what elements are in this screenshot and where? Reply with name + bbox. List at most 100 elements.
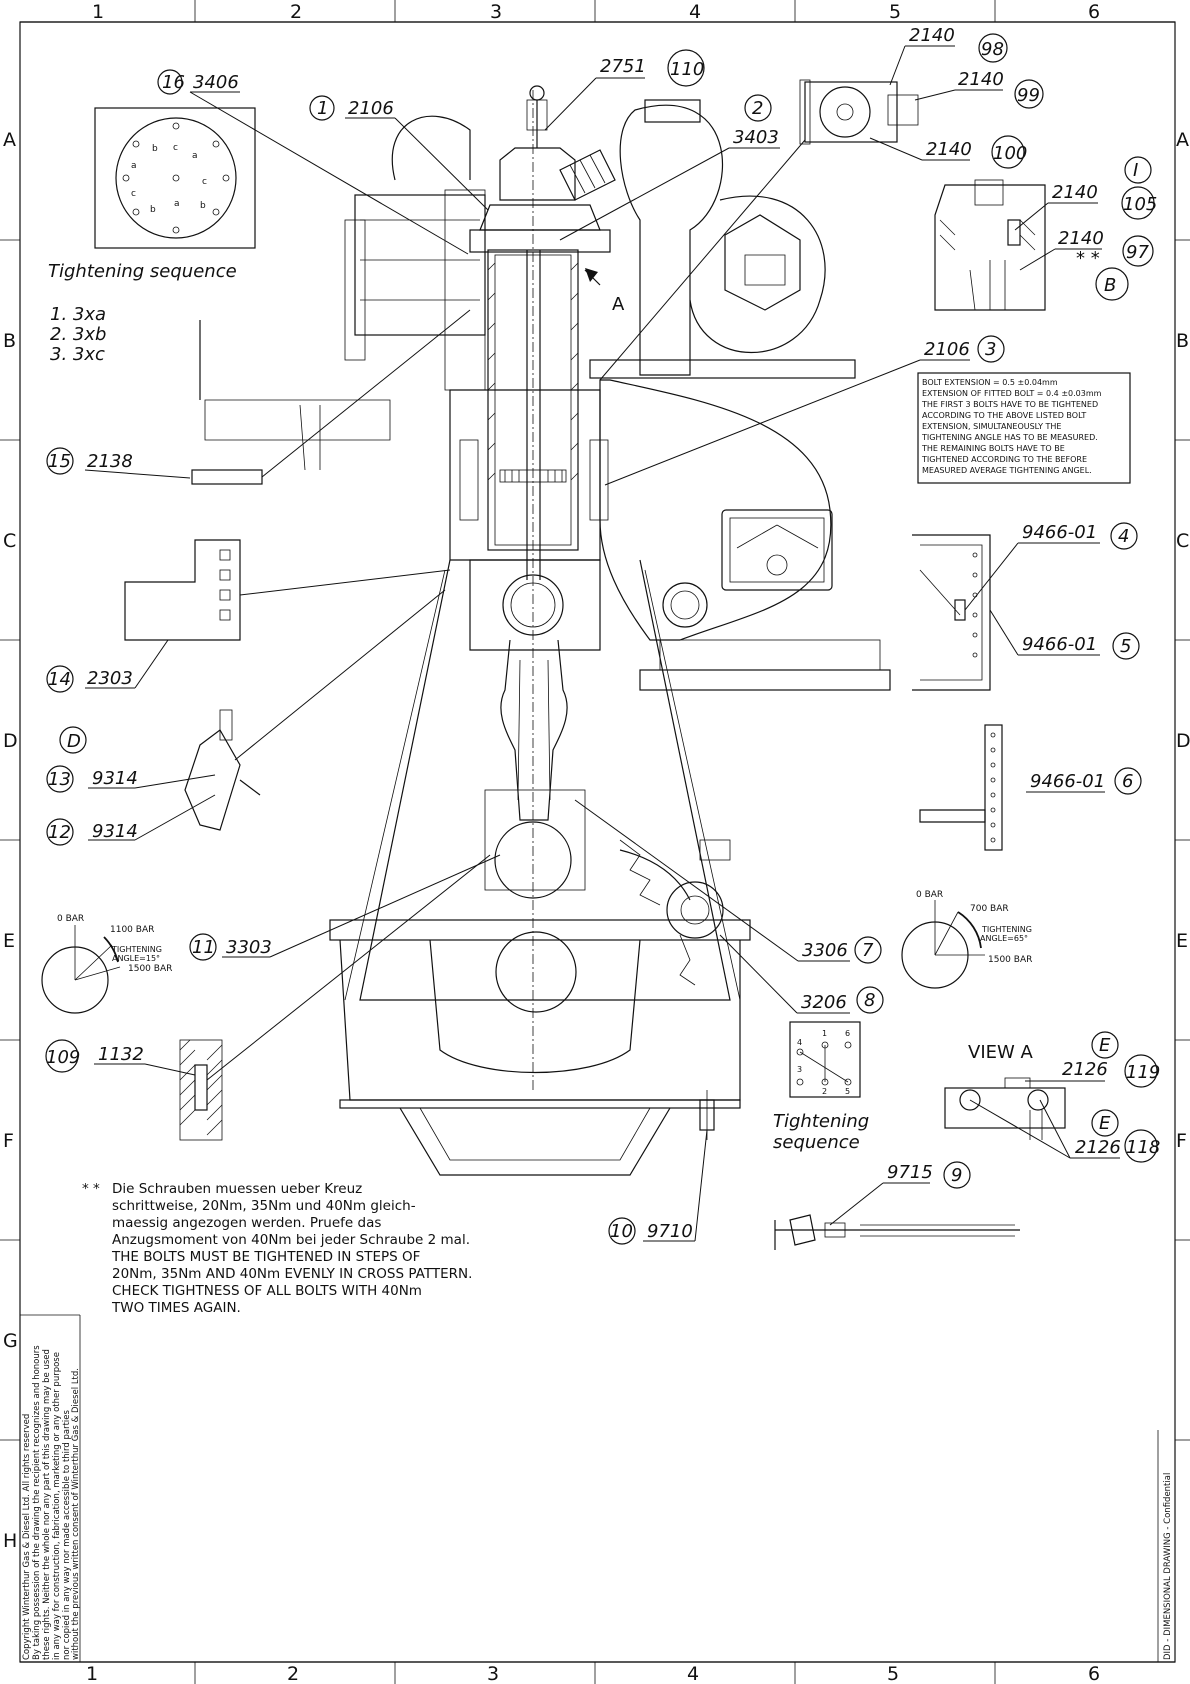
grid-row-label: D <box>1176 730 1190 752</box>
callout-number: 3 <box>985 339 996 360</box>
copyright-line: Copyright Winterthur Gas & Diesel Ltd. A… <box>22 1414 32 1660</box>
letter-label: E <box>1099 1035 1111 1056</box>
callout-number: 2 <box>752 98 763 119</box>
grid-col-label: 3 <box>487 1663 499 1684</box>
callout-number: 16 <box>162 72 185 93</box>
hole-label: b <box>150 205 156 215</box>
callout-number: 8 <box>864 990 875 1011</box>
grid-col-label: 5 <box>889 1 901 23</box>
gauge-angle: ANGLE=65° <box>980 934 1028 943</box>
part-number: 2751 <box>600 56 646 77</box>
callout-number: 109 <box>46 1047 80 1068</box>
tightening-step: 3. 3xc <box>50 344 105 365</box>
part-number: 9715 <box>887 1162 933 1183</box>
grid-row-label: C <box>1176 530 1189 552</box>
callout-14-2303: 14 2303 <box>46 639 169 693</box>
part-number: 2126 <box>1062 1059 1108 1080</box>
note-line: Die Schrauben muessen ueber Kreuz <box>112 1181 362 1197</box>
detail-9314 <box>184 589 446 831</box>
bolt-note-line: EXTENSION OF FITTED BOLT = 0.4 ±0.03mm <box>922 389 1102 398</box>
gauge-max: 1500 BAR <box>988 955 1032 965</box>
view-a-title: VIEW A <box>968 1042 1034 1063</box>
callout-10-9710: 10 9710 <box>608 1129 708 1245</box>
grid-row-label: F <box>3 1130 14 1152</box>
grid-row-label: A <box>3 129 16 151</box>
callout-100-2140: 2140 100 <box>869 135 1027 169</box>
part-number: 9314 <box>92 768 138 789</box>
hole-label: a <box>131 161 137 171</box>
callout-number: 9 <box>951 1165 962 1186</box>
tightening-title: sequence <box>773 1132 860 1153</box>
detail-9715 <box>774 1214 1020 1250</box>
callout-99-2140: 2140 99 <box>914 69 1044 109</box>
tightening-sequence-bottom: 4 1 6 3 2 5 Tightening sequence <box>773 1021 869 1153</box>
bolt-note-line: THE REMAINING BOLTS HAVE TO BE <box>921 444 1065 453</box>
callout-98-2140: 2140 98 <box>889 25 1008 86</box>
part-number: 3303 <box>226 937 272 958</box>
letter-label: B <box>1104 275 1116 296</box>
part-number: 9466-01 <box>1022 522 1097 543</box>
grid-col-label: 4 <box>687 1663 699 1684</box>
callout-number: 12 <box>48 822 71 843</box>
grid-col-label: 6 <box>1088 1663 1100 1684</box>
part-number: 3206 <box>801 992 847 1013</box>
gauge-mid: 1100 BAR <box>110 925 154 935</box>
callout-number: 11 <box>192 937 215 958</box>
part-number: 2106 <box>348 98 394 119</box>
view-a: VIEW A <box>944 1042 1066 1140</box>
bolt-note-line: ACCORDING TO THE ABOVE LISTED BOLT <box>922 411 1086 420</box>
grid-col-label: 6 <box>1088 1 1100 23</box>
note-marker: * * <box>82 1181 100 1197</box>
callout-6-9466-01: 9466-01 6 <box>1026 767 1142 795</box>
callout-number: 110 <box>670 59 704 80</box>
callout-4-9466-01: 9466-01 4 <box>964 522 1138 611</box>
tightening-step: 1. 3xa <box>50 304 106 325</box>
hole-label: a <box>174 199 180 209</box>
bolt-order: 5 <box>845 1087 850 1096</box>
copyright-line: these rights. Neither the whole nor any … <box>42 1349 52 1660</box>
bolt-note-line: THE FIRST 3 BOLTS HAVE TO BE TIGHTENED <box>921 400 1098 409</box>
gauge-zero: 0 BAR <box>916 890 943 900</box>
gauge-zero: 0 BAR <box>57 914 84 924</box>
grid-row-label: G <box>3 1330 18 1352</box>
callout-number: 1 <box>317 98 328 119</box>
detail-1132 <box>179 854 491 1141</box>
part-number: 2126 <box>1075 1137 1121 1158</box>
gauge-mid: 700 BAR <box>970 904 1009 914</box>
callout-number: 97 <box>1126 242 1149 263</box>
callout-3-2106: 2106 3 <box>604 335 1005 486</box>
gauge-angle: ANGLE=15° <box>112 954 160 963</box>
side-label: DID - DIMENSIONAL DRAWING - Confidential <box>1163 1473 1173 1660</box>
letter-label: I <box>1133 160 1138 181</box>
note-line: CHECK TIGHTNESS OF ALL BOLTS WITH 40Nm <box>112 1283 422 1299</box>
copyright-line: without the previous written consent of … <box>71 1368 81 1660</box>
copyright-line: in any way for construction, fabrication… <box>52 1352 62 1660</box>
callout-number: 13 <box>48 769 71 790</box>
callout-number: 10 <box>610 1221 633 1242</box>
section-a-label: A <box>612 294 625 315</box>
callout-118-2126: E 2126 118 <box>969 1099 1160 1163</box>
bolt-order: 1 <box>822 1029 827 1038</box>
callout-105-2140: I 105 2140 <box>1014 156 1157 231</box>
part-number: 1132 <box>98 1044 144 1065</box>
bolt-note-line: TIGHTENING ANGLE HAS TO BE MEASURED. <box>921 433 1098 442</box>
bolt-note-box: BOLT EXTENSION = 0.5 ±0.04mm EXTENSION O… <box>917 372 1131 484</box>
part-number: 9710 <box>647 1221 693 1242</box>
callout-number: 119 <box>1126 1062 1160 1083</box>
part-number: 2303 <box>87 668 133 689</box>
gauge-max: 1500 BAR <box>128 964 172 974</box>
grid-row-label: A <box>1176 129 1189 151</box>
callout-97-2140: 2140 97 * * B <box>1019 228 1154 301</box>
callout-number: 99 <box>1017 85 1040 106</box>
callout-5-9466-01: 9466-01 5 <box>989 609 1140 660</box>
bolt-order: 2 <box>822 1087 827 1096</box>
callout-number: 14 <box>48 669 71 690</box>
callout-9-9715: 9715 9 <box>829 1161 971 1226</box>
part-number: 2140 <box>926 139 972 160</box>
part-number: 9466-01 <box>1022 634 1097 655</box>
bolt-note-line: BOLT EXTENSION = 0.5 ±0.04mm <box>922 378 1058 387</box>
gauge-angle: TIGHTENING <box>981 925 1032 934</box>
grid-col-label: 5 <box>887 1663 899 1684</box>
hole-label: c <box>131 189 136 199</box>
